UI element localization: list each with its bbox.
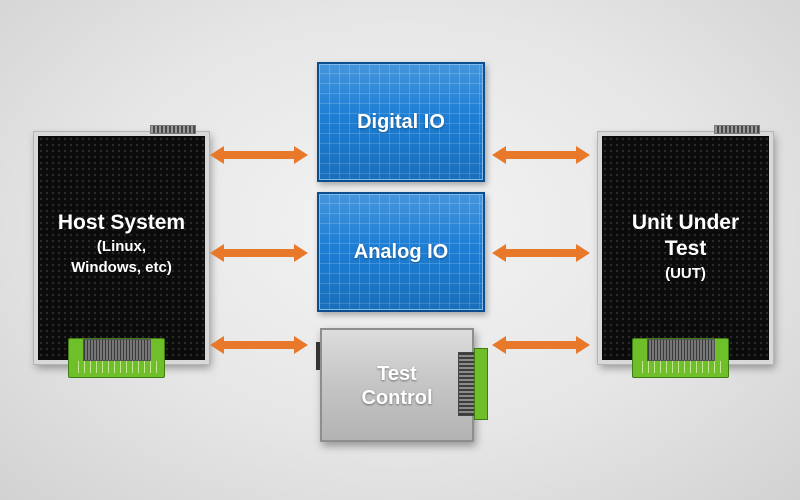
uut-title-line2: Test [664, 237, 707, 260]
test-control-pcb [474, 348, 488, 420]
host-pcb-traces [73, 361, 159, 373]
uut-latch [714, 125, 760, 134]
uut-title-line1: Unit Under [631, 211, 740, 234]
digital-io-box: Digital IO [317, 62, 485, 182]
host-pcb-chip [83, 339, 151, 361]
analog-io-label: Analog IO [353, 240, 449, 263]
host-subtitle-line1: (Linux, [96, 238, 147, 255]
arrow-host-analog [210, 244, 308, 262]
uut-box: Unit Under Test (UUT) [598, 125, 773, 364]
arrow-host-control [210, 336, 308, 354]
arrow-host-digital [210, 146, 308, 164]
analog-io-box: Analog IO [317, 192, 485, 312]
uut-pcb-chip [647, 339, 715, 361]
uut-subtitle: (UUT) [665, 265, 706, 282]
host-subtitle-line2: Windows, etc) [71, 259, 172, 276]
host-system-box: Host System (Linux, Windows, etc) [34, 125, 209, 364]
arrow-analog-uut [492, 244, 590, 262]
test-control-box: Test Control [316, 328, 478, 442]
test-control-line1: Test [377, 363, 417, 385]
test-control-left-tab [316, 342, 320, 370]
host-title: Host System [57, 211, 186, 234]
test-control-line2: Control [361, 387, 433, 409]
host-latch [150, 125, 196, 134]
host-pcb-connector [68, 338, 165, 378]
uut-pcb-traces [637, 361, 723, 373]
arrow-control-uut [492, 336, 590, 354]
uut-pcb-connector [632, 338, 729, 378]
arrow-digital-uut [492, 146, 590, 164]
digital-io-label: Digital IO [357, 110, 445, 133]
